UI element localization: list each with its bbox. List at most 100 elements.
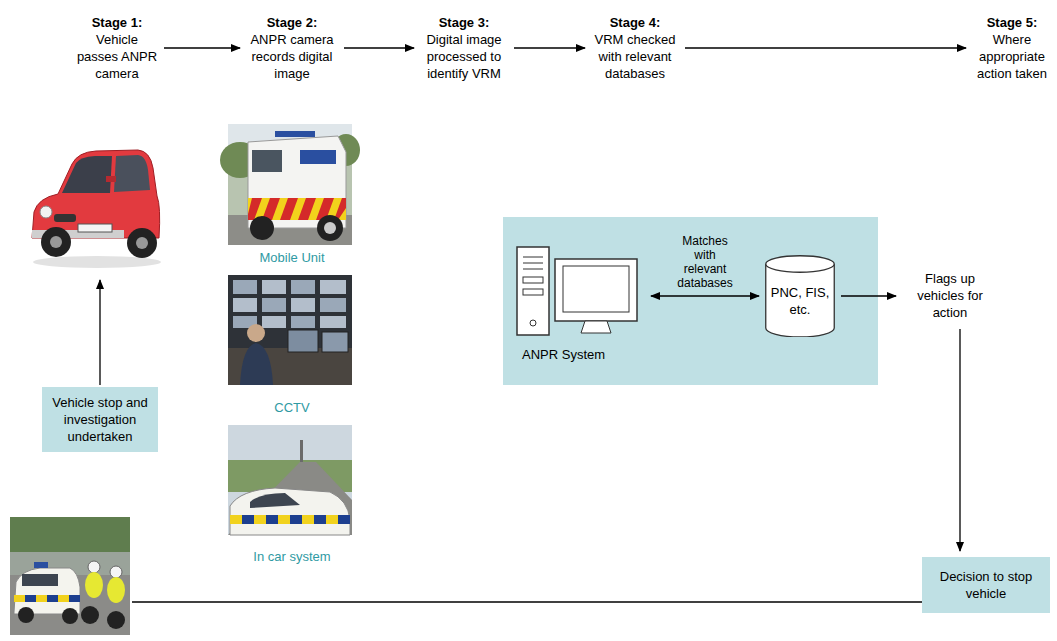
- cctv-photo: [240, 343, 273, 385]
- in-car-photo: [230, 515, 242, 524]
- computer-icon: [563, 266, 629, 312]
- car-photo: [32, 150, 160, 238]
- cctv-photo: [247, 324, 265, 342]
- database-cylinder: PNC, FIS, etc.: [765, 255, 835, 337]
- in-car-photo: [290, 515, 302, 524]
- police-stop-photo: [62, 608, 78, 624]
- police-stop-photo: [18, 607, 34, 623]
- in-car-photo: [302, 515, 314, 524]
- photo-caption: Mobile Unit: [230, 250, 354, 266]
- in-car-photo: [278, 515, 290, 524]
- police-stop-photo: [81, 606, 99, 624]
- car-photo: [62, 156, 112, 193]
- computer-icon: [523, 269, 543, 270]
- connector-arrow: [685, 47, 966, 48]
- police-stop-photo: [107, 577, 125, 603]
- in-car-photo: [300, 440, 303, 462]
- mobile-unit-photo: [275, 131, 315, 137]
- cctv-photo: [291, 298, 315, 312]
- connector-arrow: [344, 47, 414, 48]
- car-photo: [32, 150, 161, 268]
- stage-label: Stage 4:VRM checked with relevant databa…: [591, 14, 679, 82]
- cylinder-outline: [766, 264, 835, 337]
- node-text: Vehicle stop and investigation undertake…: [50, 394, 150, 445]
- stage-label: Stage 2:ANPR camera records digital imag…: [246, 14, 338, 82]
- police-stop-photo: [14, 568, 80, 614]
- cctv-photo: [262, 298, 286, 312]
- cctv-photo: [291, 316, 315, 328]
- system-panel: [503, 217, 878, 385]
- cctv-photo: [288, 330, 318, 352]
- in-car-photo: [338, 515, 350, 524]
- mobile-unit-photo: [324, 222, 336, 234]
- police-stop-photo: [110, 566, 122, 578]
- car-photo: [106, 176, 116, 182]
- car-photo: [41, 227, 71, 257]
- computer-icon: [523, 263, 543, 264]
- process-box: Vehicle stop and investigation undertake…: [42, 387, 158, 452]
- computer-node: ANPR System: [515, 245, 645, 363]
- in-car-photo: [242, 515, 254, 524]
- car-photo: [40, 206, 52, 218]
- police-stop-photo: [34, 562, 48, 568]
- computer-icon: [530, 320, 536, 326]
- police-stop-photo: [22, 574, 58, 586]
- computer-icon: [581, 321, 611, 333]
- stage-heading: Stage 4:: [591, 14, 679, 31]
- computer-icon: [523, 257, 543, 258]
- police-stop-photo: [10, 517, 130, 552]
- police-stop-photo: [88, 561, 100, 573]
- police-stop-photo: [58, 595, 69, 602]
- computer-icon: [523, 277, 543, 283]
- stage-label: Stage 1:Vehicle passes ANPR camera: [76, 14, 158, 82]
- police-stop-photo: [107, 611, 125, 629]
- node-text: Decision to stop vehicle: [930, 568, 1042, 602]
- mobile-unit-photo: [248, 136, 346, 228]
- in-car-photo: [228, 462, 352, 535]
- decision-box: Decision to stop vehicle: [922, 557, 1050, 613]
- connector-arrow: [651, 295, 759, 296]
- car-photo: [136, 237, 148, 249]
- node-text: Digital image processed to identify VRM: [420, 31, 508, 82]
- cctv-photo: [228, 275, 352, 385]
- cctv-photo: [228, 275, 352, 385]
- police-stop-photo: [14, 595, 25, 602]
- computer-icon: [555, 259, 637, 321]
- stage-heading: Stage 2:: [246, 14, 338, 31]
- stage-heading: Stage 5:: [972, 14, 1052, 31]
- flag-text: Flags up vehicles for action: [902, 268, 998, 323]
- computer-icon: [517, 247, 549, 335]
- node-text: PNC, FIS, etc.: [769, 284, 831, 318]
- police-stop-photo: [69, 595, 80, 602]
- police-stop-photo: [25, 595, 36, 602]
- stage-label: Stage 3:Digital image processed to ident…: [420, 14, 508, 82]
- cctv-photo: [322, 332, 348, 352]
- node-text: ANPR System: [515, 346, 645, 363]
- car-photo: [114, 155, 150, 192]
- connector-arrow: [164, 47, 240, 48]
- computer-icon: [523, 289, 543, 295]
- cctv-photo: [262, 316, 286, 328]
- in-car-photo: [254, 515, 266, 524]
- connector-arrow: [959, 329, 960, 551]
- cctv-photo: [291, 280, 315, 294]
- connector-arrow: [841, 295, 896, 296]
- mobile-unit-photo: [298, 198, 316, 220]
- in-car-photo: [228, 425, 352, 535]
- edge-label: Matches with relevant databases: [672, 234, 738, 290]
- car-photo: [78, 224, 112, 232]
- photo-caption: CCTV: [230, 400, 354, 416]
- in-car-photo: [266, 515, 278, 524]
- cctv-photo: [233, 280, 257, 294]
- car-photo: [50, 236, 62, 248]
- cctv-photo: [233, 298, 257, 312]
- cctv-photo: [320, 316, 346, 328]
- in-car-photo: [230, 488, 350, 535]
- in-car-photo: [250, 493, 300, 508]
- node-text: VRM checked with relevant databases: [591, 31, 679, 82]
- mobile-unit-photo: [300, 150, 336, 164]
- photo-caption: In car system: [230, 549, 354, 565]
- stage-heading: Stage 3:: [420, 14, 508, 31]
- cylinder-outline: [766, 256, 835, 273]
